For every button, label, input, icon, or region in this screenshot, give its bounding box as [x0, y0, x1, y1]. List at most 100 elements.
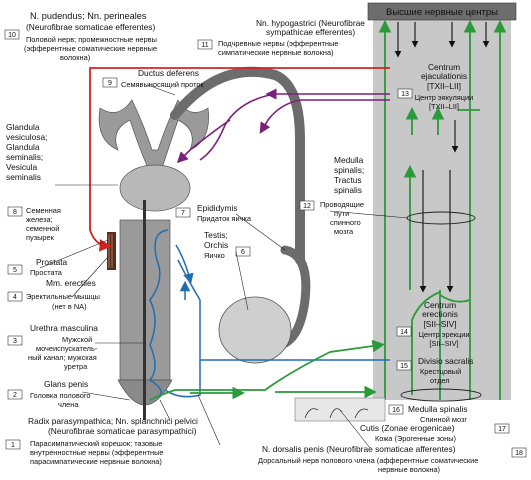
svg-text:члена: члена: [58, 400, 79, 409]
epididymis-body: [275, 245, 311, 350]
svg-text:13: 13: [401, 91, 409, 98]
svg-text:мочеиспускатель-: мочеиспускатель-: [36, 344, 98, 353]
label-mm-erectiles: 4 Mm. erectiles Эректильные мышцы (нет в…: [7, 278, 100, 311]
svg-text:Prostata: Prostata: [36, 257, 68, 267]
svg-text:9: 9: [108, 80, 112, 87]
svg-text:[TXII–LII]: [TXII–LII]: [427, 81, 461, 91]
svg-text:волокна): волокна): [60, 53, 90, 62]
svg-text:N. dorsalis penis (Neurofibrae: N. dorsalis penis (Neurofibrae somaticae…: [262, 444, 456, 454]
label-n-pudendus: 10 N. pudendus; Nn. perineales (Neurofib…: [4, 11, 157, 62]
svg-text:уретра: уретра: [64, 362, 88, 371]
svg-text:Центр эрекции: Центр эрекции: [419, 330, 470, 339]
svg-text:Tractus: Tractus: [334, 175, 362, 185]
svg-text:vesiculosa;: vesiculosa;: [6, 132, 47, 142]
sacral-section: [400, 388, 482, 402]
seminal-vesicles: [98, 99, 209, 169]
svg-text:5: 5: [13, 267, 17, 274]
label-prostata: 5 Prostata Простата: [7, 257, 68, 277]
svg-text:Testis;: Testis;: [204, 230, 228, 240]
svg-text:ный канал; мужская: ный канал; мужская: [28, 353, 97, 362]
urethra-line: [143, 200, 146, 420]
svg-text:Мужской: Мужской: [62, 335, 92, 344]
svg-text:[SII–SIV]: [SII–SIV]: [423, 319, 456, 329]
label-glandula-vesiculosa: Glandula vesiculosa; Glandula seminalis;…: [6, 122, 61, 242]
svg-text:Urethra masculina: Urethra masculina: [30, 323, 98, 333]
svg-text:пузырек: пузырек: [26, 233, 55, 242]
svg-text:парасимпатические нервные воло: парасимпатические нервные волокна): [30, 457, 162, 466]
svg-text:15: 15: [400, 363, 408, 370]
svg-text:Radix parasympathica; Nn. spla: Radix parasympathica; Nn. splanchnici pe…: [28, 416, 198, 426]
svg-text:Семявыносящий проток: Семявыносящий проток: [121, 80, 205, 89]
svg-text:Эректильные мышцы: Эректильные мышцы: [26, 292, 100, 301]
svg-text:N. pudendus; Nn. perineales: N. pudendus; Nn. perineales: [30, 11, 147, 21]
svg-text:Головка полового: Головка полового: [30, 391, 91, 400]
svg-text:Glandula: Glandula: [6, 122, 40, 132]
svg-text:16: 16: [392, 407, 400, 414]
svg-text:17: 17: [498, 426, 506, 433]
label-centrum-ejaculationis: Centrum ejaculationis [TXII–LII] 13 Цент…: [397, 62, 474, 111]
spinal-cord-column: [373, 20, 511, 400]
svg-text:Medulla spinalis: Medulla spinalis: [408, 404, 468, 414]
svg-text:семенной: семенной: [26, 224, 59, 233]
svg-text:ejaculationis: ejaculationis: [421, 71, 467, 81]
svg-text:отдел: отдел: [430, 376, 450, 385]
svg-text:Подчревные нервы (эфферентные: Подчревные нервы (эфферентные: [218, 39, 338, 48]
label-medulla-spinalis: 16 Medulla spinalis Спинной мозг: [388, 404, 468, 424]
svg-text:Парасимпатический корешок; таз: Парасимпатический корешок; тазовые: [30, 439, 162, 448]
svg-text:11: 11: [201, 42, 208, 49]
svg-text:10: 10: [8, 32, 16, 39]
svg-text:нервные волокна): нервные волокна): [378, 465, 440, 474]
svg-text:Яичко: Яичко: [204, 251, 225, 260]
svg-text:железа;: железа;: [26, 215, 53, 224]
label-medulla-tractus: Medulla spinalis; Tractus spinalis 12 Пр…: [299, 155, 364, 236]
svg-text:внутренностные нервы (эфферент: внутренностные нервы (эфферентные: [30, 448, 164, 457]
svg-text:Простата: Простата: [30, 268, 63, 277]
svg-text:Ductus deferens: Ductus deferens: [138, 68, 199, 78]
svg-text:Vesicula: Vesicula: [6, 162, 38, 172]
svg-text:spinalis;: spinalis;: [334, 165, 364, 175]
svg-text:(Neurofibrae somaticae parasym: (Neurofibrae somaticae parasympathici): [48, 426, 197, 436]
label-centrum-erectionis: Centrum erectionis [SII–SIV] 14 Центр эр…: [396, 300, 470, 348]
svg-text:Центр эякуляции: Центр эякуляции: [415, 93, 474, 102]
testis-body: [218, 296, 292, 364]
svg-text:пути: пути: [334, 209, 349, 218]
svg-text:Проводящие: Проводящие: [320, 200, 364, 209]
svg-text:(эфферентные соматические нерв: (эфферентные соматические нервные: [24, 44, 157, 53]
svg-text:симпатические нервные волокна): симпатические нервные волокна): [218, 48, 334, 57]
label-n-dorsalis-penis: N. dorsalis penis (Neurofibrae somaticae…: [258, 444, 527, 474]
svg-text:4: 4: [13, 294, 17, 301]
afferent-fibers-cord: [378, 19, 507, 400]
label-cutis: Cutis (Zonae erogenicae) 17 Кожа (Эроген…: [360, 423, 510, 443]
label-testis: Testis; Orchis Яичко 6: [204, 230, 251, 260]
svg-text:Половой нерв; промежностные не: Половой нерв; промежностные нервы: [26, 35, 157, 44]
header-box: [367, 2, 517, 21]
svg-text:Orchis: Orchis: [204, 240, 228, 250]
label-glans-penis: 2 Glans penis Головка полового члена: [7, 379, 91, 409]
svg-text:Семенная: Семенная: [26, 206, 61, 215]
label-nn-hypogastrici: 11 Nn. hypogastrici (Neurofibrae sympath…: [197, 18, 365, 57]
svg-text:Спинной мозг: Спинной мозг: [420, 415, 467, 424]
label-urethra: 3 Urethra masculina Мужской мочеиспускат…: [7, 323, 98, 371]
svg-text:seminalis;: seminalis;: [6, 152, 43, 162]
svg-text:Glans penis: Glans penis: [44, 379, 88, 389]
svg-text:spinalis: spinalis: [334, 185, 362, 195]
pudendal-nerve-path: [89, 67, 390, 252]
svg-text:14: 14: [400, 329, 408, 336]
svg-text:erectionis: erectionis: [422, 309, 458, 319]
svg-text:Medulla: Medulla: [334, 155, 364, 165]
svg-text:7: 7: [181, 210, 185, 217]
svg-text:[TXII–LII]: [TXII–LII]: [429, 102, 459, 111]
svg-text:Epididymis: Epididymis: [197, 203, 238, 213]
svg-text:Centrum: Centrum: [424, 300, 456, 310]
svg-text:Divisio sacralis: Divisio sacralis: [418, 356, 473, 366]
svg-text:3: 3: [13, 338, 17, 345]
label-radix-parasympathica: 1 Radix parasympathica; Nn. splanchnici …: [5, 416, 198, 466]
svg-text:18: 18: [515, 450, 523, 457]
svg-text:Крестцовый: Крестцовый: [420, 367, 461, 376]
svg-text:спинного: спинного: [330, 218, 361, 227]
leader-lines: [39, 84, 409, 449]
header-title: Высшие нервные центры: [386, 7, 498, 18]
erectile-muscle: [107, 232, 116, 270]
svg-text:Nn. hypogastrici (Neurofibrae: Nn. hypogastrici (Neurofibrae: [256, 18, 365, 28]
